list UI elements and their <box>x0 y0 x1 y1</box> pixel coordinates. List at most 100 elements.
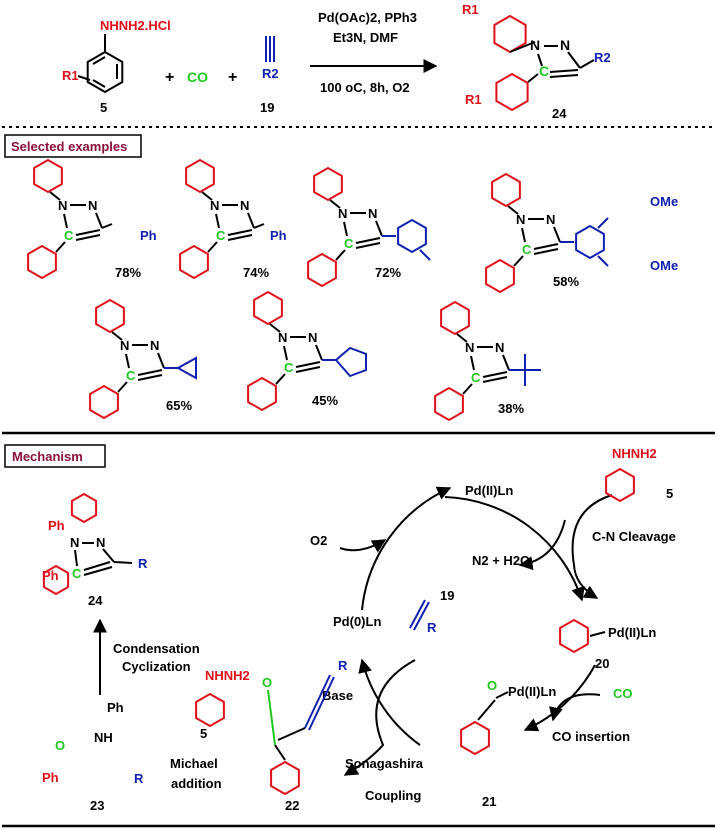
catalytic-cycle-arc <box>358 658 421 746</box>
benzene-ring <box>313 166 343 202</box>
product-n2: N <box>96 535 105 550</box>
bond-line <box>495 691 509 699</box>
atom-label: C <box>284 360 294 375</box>
compound-label-22: 22 <box>285 798 299 813</box>
product-carbon: C <box>539 63 549 79</box>
example-4: N NC <box>485 172 609 294</box>
product-ph1: Ph <box>48 518 65 533</box>
benzene-ring <box>42 564 70 596</box>
compound-label-23: 23 <box>90 798 104 813</box>
product-r2: R2 <box>594 50 611 65</box>
plus-sign: + <box>228 69 237 86</box>
bond-line <box>419 249 431 261</box>
atom-label: N <box>338 206 347 221</box>
bond-line <box>470 355 475 371</box>
bond-line <box>521 227 526 243</box>
example-substituent: OMe <box>650 258 678 273</box>
byproduct-arrow <box>518 519 566 571</box>
atom-label: N <box>58 198 67 213</box>
bond-line <box>101 223 113 229</box>
atom-label: N <box>495 340 504 355</box>
bond-line <box>597 255 609 267</box>
bond-line <box>335 249 346 261</box>
bond-line <box>329 199 341 209</box>
bond-line <box>597 217 609 229</box>
example-yield: 72% <box>375 265 401 280</box>
bond-line <box>125 353 130 369</box>
bond-line <box>227 229 253 236</box>
benzene-ring <box>434 386 464 422</box>
bond-line <box>409 599 426 629</box>
benzene-ring <box>185 158 215 194</box>
benzene-ring <box>460 720 490 756</box>
bond-line <box>75 234 101 241</box>
bond-line <box>375 220 383 237</box>
benzene-ring <box>575 224 605 260</box>
reagent-in-arrow <box>339 539 387 553</box>
bond-line <box>355 237 381 244</box>
enaminone-oxygen: O <box>55 738 65 753</box>
bond-line <box>343 221 348 237</box>
compound-label-5: 5 <box>666 486 673 501</box>
sonogashira-label: Sonagashira <box>345 756 424 771</box>
compound-label-20: 20 <box>595 656 609 671</box>
atom-label: C <box>522 242 532 257</box>
benzene-ring <box>605 467 635 503</box>
bond-line <box>227 234 253 241</box>
bond-line <box>111 331 123 341</box>
compound-label-5: 5 <box>100 100 107 115</box>
product-carbon: C <box>72 566 82 581</box>
example-substituent: OMe <box>650 194 678 209</box>
atom-label: N <box>368 206 377 221</box>
bond-line <box>295 361 321 368</box>
base-label: Base <box>322 688 353 703</box>
benzene-ring <box>95 298 125 334</box>
atom-label: N <box>278 330 287 345</box>
product-n1: N <box>530 37 540 53</box>
benzene-ring <box>485 258 515 294</box>
cn-cleavage-label: C-N Cleavage <box>592 529 676 544</box>
bond-line <box>295 366 321 373</box>
example-yield: 38% <box>498 401 524 416</box>
michael-addition-label: Michael <box>170 756 218 771</box>
condensation-label: Cyclization <box>122 659 191 674</box>
benzene-ring <box>27 244 57 280</box>
mechanism-title: Mechanism <box>12 449 83 464</box>
r1-substituent: R1 <box>62 68 79 83</box>
atom-label: N <box>150 338 159 353</box>
product-r: R <box>138 556 148 571</box>
atom-label: C <box>64 228 74 243</box>
bond-line <box>49 191 61 201</box>
atom-label: N <box>546 212 555 227</box>
compound-label-5: 5 <box>200 726 207 741</box>
atom-label: C <box>216 228 226 243</box>
catalytic-cycle-arc <box>361 486 452 611</box>
bond-line <box>269 323 281 333</box>
compound-label-24: 24 <box>88 593 103 608</box>
co-reagent: CO <box>613 686 633 701</box>
cyclopentyl-ring <box>334 346 367 378</box>
bond-line <box>462 383 473 395</box>
atom-label: N <box>516 212 525 227</box>
selected-examples-title: Selected examples <box>11 139 127 154</box>
bond-line <box>482 371 508 378</box>
product-r1-top: R1 <box>462 2 479 17</box>
compound-label-19: 19 <box>260 100 274 115</box>
benzene-ring <box>491 172 521 208</box>
conditions-catalyst: Pd(OAc)2, PPh3 <box>318 10 417 25</box>
atom-label: N <box>240 198 249 213</box>
bond-line <box>456 333 468 343</box>
bond-line <box>267 689 276 746</box>
bond-line <box>215 213 220 229</box>
co-reagent: CO <box>187 69 208 85</box>
example-yield: 58% <box>553 274 579 289</box>
product-pyrazole: R1 N N C R2 R1 24 <box>462 2 611 121</box>
bond-line <box>157 352 165 369</box>
bond-line <box>315 344 323 361</box>
bond-line <box>95 212 103 229</box>
benzene-ring <box>33 158 63 194</box>
hydrazine-formula: NHNH2 <box>205 668 250 683</box>
